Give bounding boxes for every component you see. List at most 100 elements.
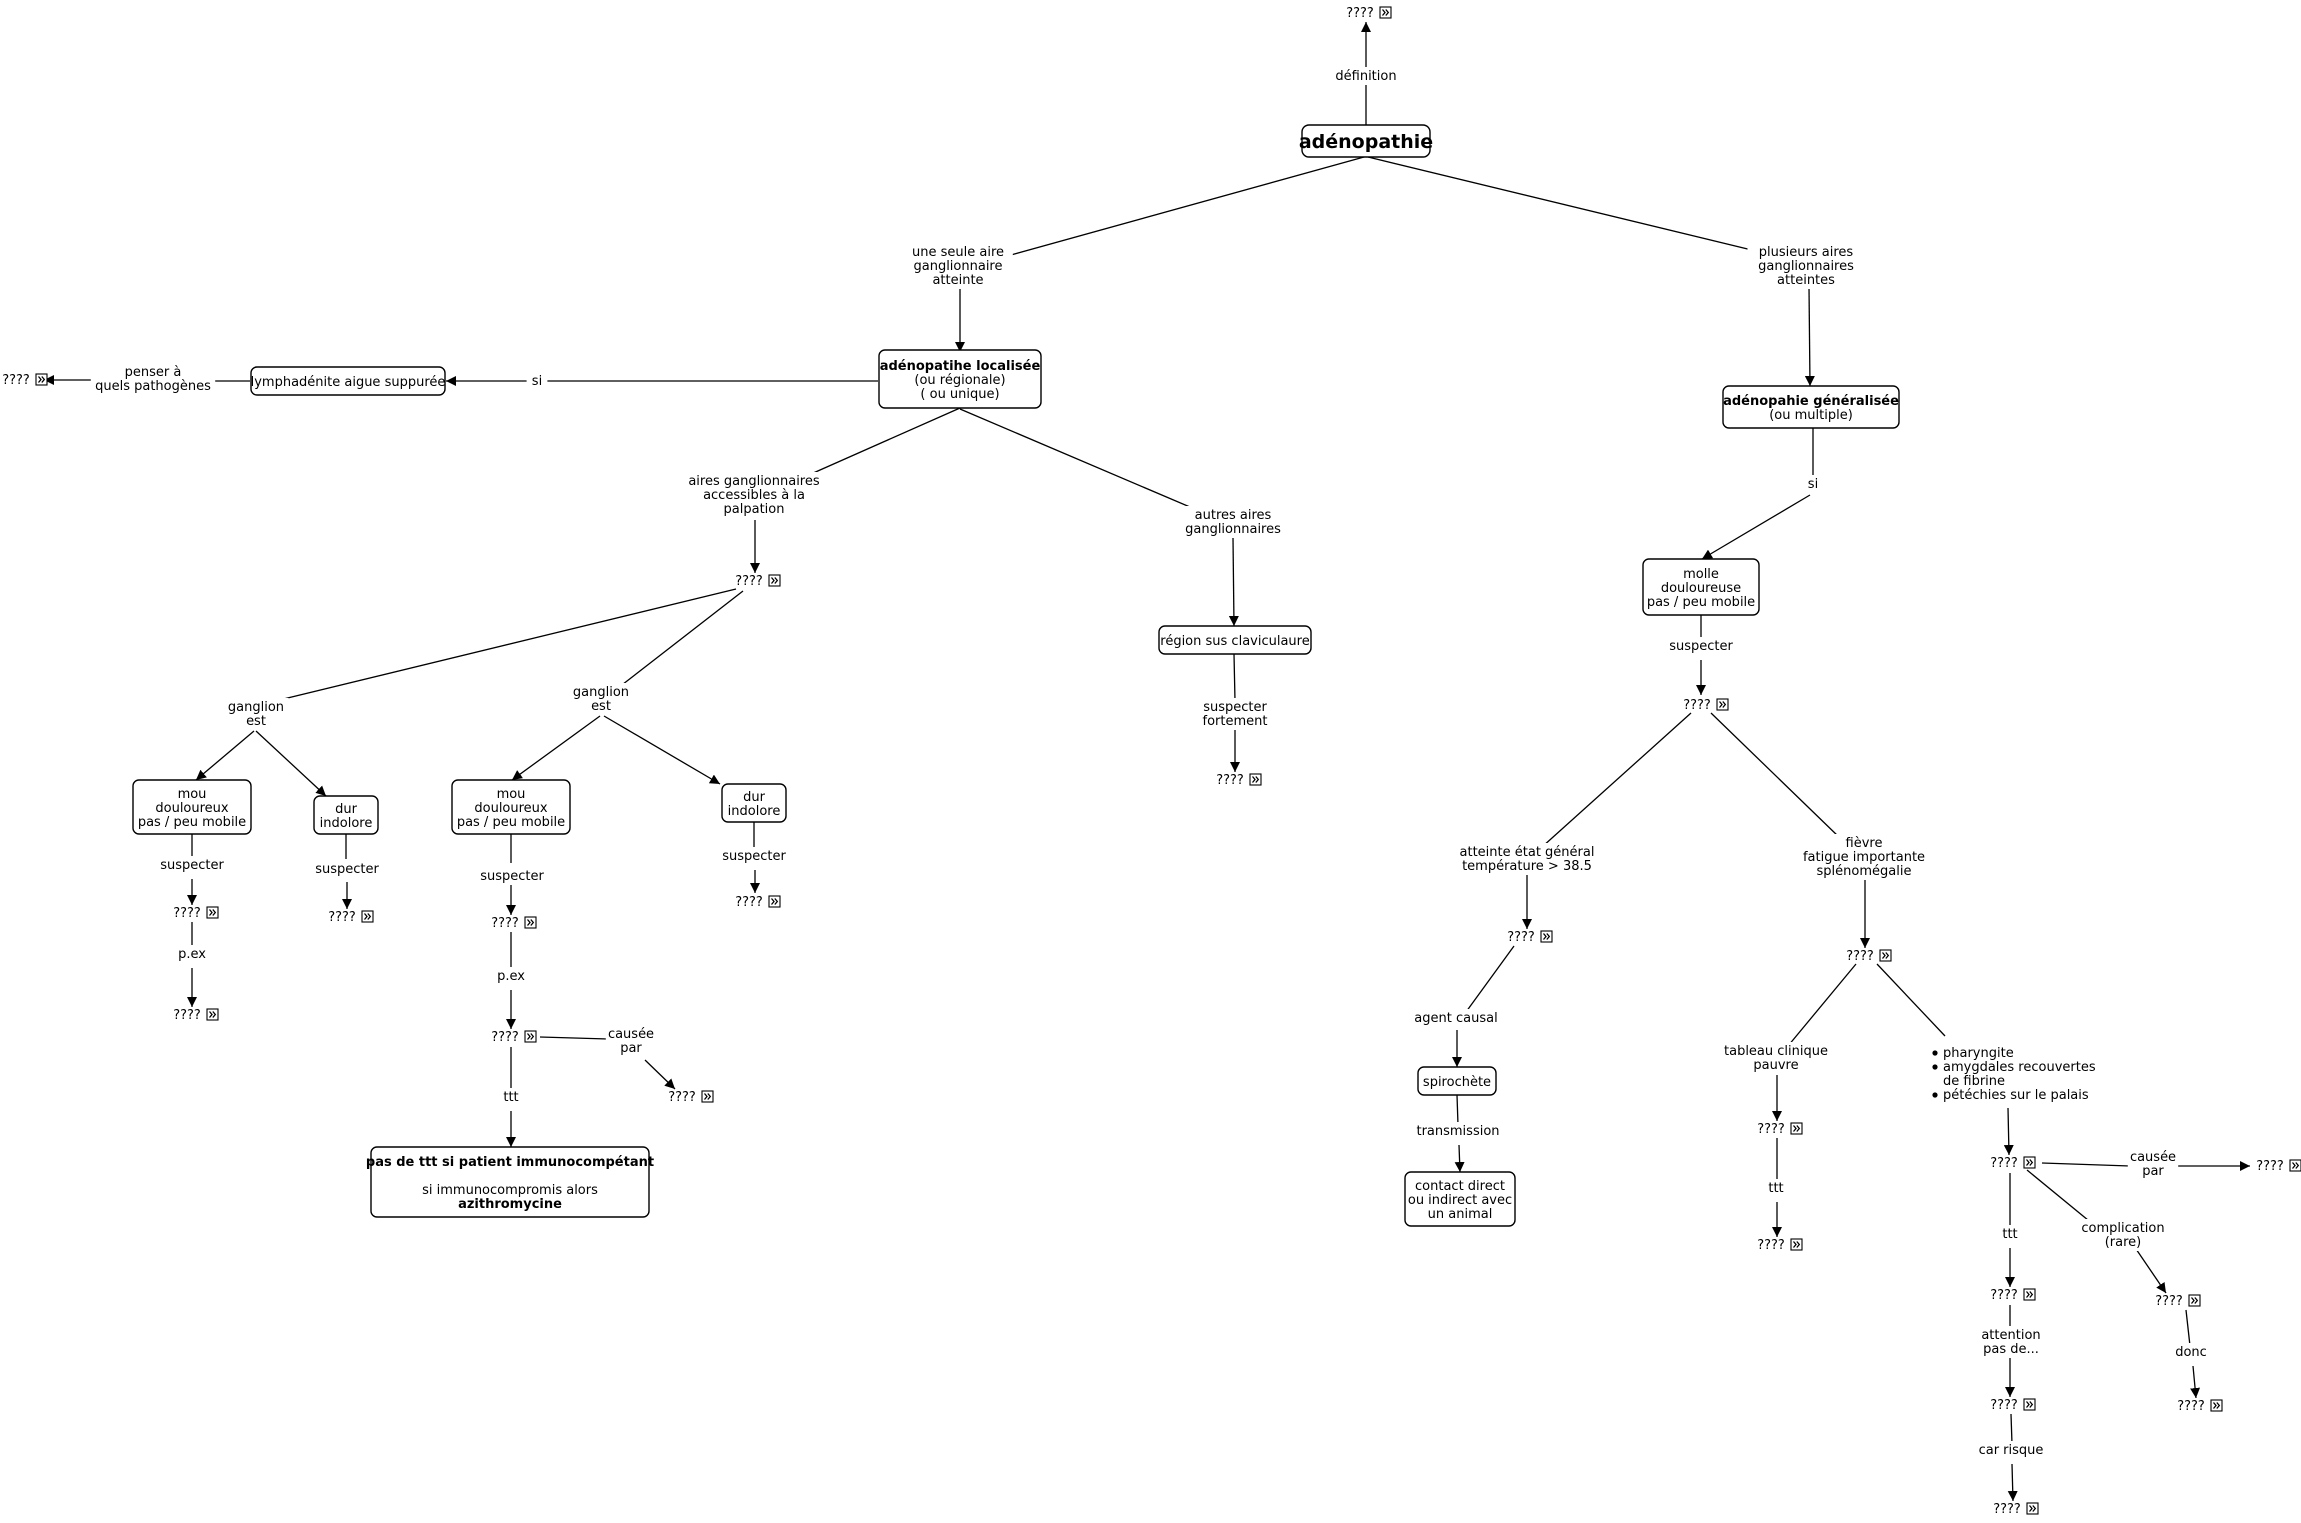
link-label-l_phar-line-2: de fibrine <box>1943 1074 2005 1089</box>
connector-line <box>644 1059 676 1090</box>
placeholder-text: ???? <box>2256 1159 2284 1174</box>
placeholder-node[interactable]: ???? <box>491 1030 537 1045</box>
concept-n_gen[interactable]: adénopahie généralisée(ou multiple) <box>1722 385 1900 429</box>
placeholder-node[interactable]: ???? <box>1216 773 1262 788</box>
link-label-background <box>1408 1009 1504 1027</box>
expand-icon[interactable] <box>2026 1502 2039 1515</box>
placeholder-node[interactable]: ???? <box>735 574 781 589</box>
link-label-l_causee2-line-1: par <box>2142 1164 2164 1179</box>
root-concept-title: adénopathie <box>1299 131 1433 153</box>
expand-icon[interactable] <box>206 1008 219 1021</box>
expand-icon[interactable] <box>768 574 781 587</box>
link-label-background <box>155 856 229 874</box>
expand-icon[interactable] <box>361 910 374 923</box>
placeholder-node[interactable]: ???? <box>1757 1122 1803 1137</box>
placeholder-node[interactable]: ???? <box>2 373 48 388</box>
connector-line <box>1701 494 1811 560</box>
placeholder-node[interactable]: ???? <box>1346 6 1392 21</box>
expand-icon[interactable] <box>1379 6 1392 19</box>
connector-line <box>1454 1144 1465 1173</box>
concept-n_spiro-line-0: spirochète <box>1423 1075 1491 1090</box>
link-label-l_def-line-0: définition <box>1335 69 1396 84</box>
expand-icon[interactable] <box>1790 1122 1803 1135</box>
link-label-l_gang2-line-1: est <box>591 699 611 714</box>
placeholder-node[interactable]: ???? <box>1683 698 1729 713</box>
placeholder-node[interactable]: ???? <box>668 1090 714 1105</box>
placeholder-node[interactable]: ???? <box>1507 930 1553 945</box>
expand-icon[interactable] <box>2023 1398 2036 1411</box>
concept-n_spiro[interactable]: spirochète <box>1417 1066 1497 1096</box>
placeholder-node[interactable]: ???? <box>1990 1398 2036 1413</box>
concept-n_ttt[interactable]: pas de ttt si patient immunocompétantsi … <box>366 1146 654 1218</box>
link-label-l_une-line-2: atteinte <box>932 273 983 288</box>
placeholder-node[interactable]: ???? <box>491 916 537 931</box>
double-chevron-right-icon <box>2026 1401 2034 1408</box>
link-label-l_penser-line-0: penser à <box>125 365 182 380</box>
placeholder-node[interactable]: ???? <box>1846 949 1892 964</box>
double-chevron-right-icon <box>527 1033 535 1040</box>
expand-icon[interactable] <box>701 1090 714 1103</box>
placeholder-node[interactable]: ???? <box>1993 1502 2039 1517</box>
link-label-l_phar-line-3: pétéchies sur le palais <box>1943 1088 2089 1103</box>
expand-icon[interactable] <box>524 916 537 929</box>
concept-n_clav[interactable]: région sus claviculaure <box>1158 625 1312 655</box>
expand-icon[interactable] <box>1540 930 1553 943</box>
concept-n_loc-line-2: ( ou unique) <box>920 387 999 402</box>
double-chevron-right-icon <box>209 909 217 916</box>
expand-icon[interactable] <box>1716 698 1729 711</box>
concept-n_loc[interactable]: adénopatihe localisée(ou régionale)( ou … <box>878 349 1042 409</box>
expand-icon[interactable] <box>1879 949 1892 962</box>
connector-line <box>266 588 737 704</box>
link-label-background <box>90 363 216 395</box>
link-label-background <box>1326 67 1406 85</box>
placeholder-node[interactable]: ???? <box>173 1008 219 1023</box>
expand-icon[interactable] <box>2023 1288 2036 1301</box>
expand-icon[interactable] <box>524 1030 537 1043</box>
double-chevron-right-icon <box>38 376 46 383</box>
link-label-background <box>677 472 831 518</box>
link-label-l_gang1-line-1: est <box>246 714 266 729</box>
root-concept[interactable]: adénopathie <box>1299 124 1433 158</box>
link-label-l_ttt_tab: ttt <box>1761 1179 1791 1197</box>
double-chevron-right-icon <box>2292 1162 2300 1169</box>
concept-box <box>451 779 571 835</box>
connector-line <box>2133 1245 2167 1294</box>
placeholder-node[interactable]: ???? <box>735 895 781 910</box>
expand-icon[interactable] <box>2289 1159 2301 1172</box>
placeholder-node[interactable]: ???? <box>328 910 374 925</box>
placeholder-node[interactable]: ???? <box>2155 1294 2201 1309</box>
expand-icon[interactable] <box>2210 1399 2223 1412</box>
bullet-dot <box>1932 1092 1938 1098</box>
expand-icon[interactable] <box>2188 1294 2201 1307</box>
expand-icon[interactable] <box>768 895 781 908</box>
expand-icon[interactable] <box>35 373 48 386</box>
link-label-background <box>1747 243 1865 289</box>
link-label-l_donc-line-0: donc <box>2175 1345 2207 1360</box>
placeholder-node[interactable]: ???? <box>2177 1399 2223 1414</box>
expand-icon[interactable] <box>1790 1238 1803 1251</box>
double-chevron-right-icon <box>2191 1297 2199 1304</box>
expand-icon[interactable] <box>2023 1156 2036 1169</box>
concept-n_lymph[interactable]: lymphadénite aigue suppurée <box>250 366 446 396</box>
placeholder-text: ???? <box>2155 1294 2183 1309</box>
concept-n_ttt-line-2: si immunocompromis alors <box>422 1183 598 1198</box>
placeholder-node[interactable]: ???? <box>1990 1156 2036 1171</box>
link-label-l_susp_r: suspecter <box>1664 637 1738 655</box>
expand-icon[interactable] <box>206 906 219 919</box>
double-chevron-right-icon <box>2026 1159 2034 1166</box>
link-label-l_susp4: suspecter <box>717 847 791 865</box>
expand-icon[interactable] <box>1249 773 1262 786</box>
placeholder-node[interactable]: ???? <box>173 906 219 921</box>
placeholder-node[interactable]: ???? <box>1757 1238 1803 1253</box>
placeholder-text: ???? <box>173 1008 201 1023</box>
placeholder-node[interactable]: ???? <box>1990 1288 2036 1303</box>
link-label-l_plus-line-1: ganglionnaires <box>1758 259 1854 274</box>
placeholder-node[interactable]: ???? <box>2256 1159 2301 1174</box>
